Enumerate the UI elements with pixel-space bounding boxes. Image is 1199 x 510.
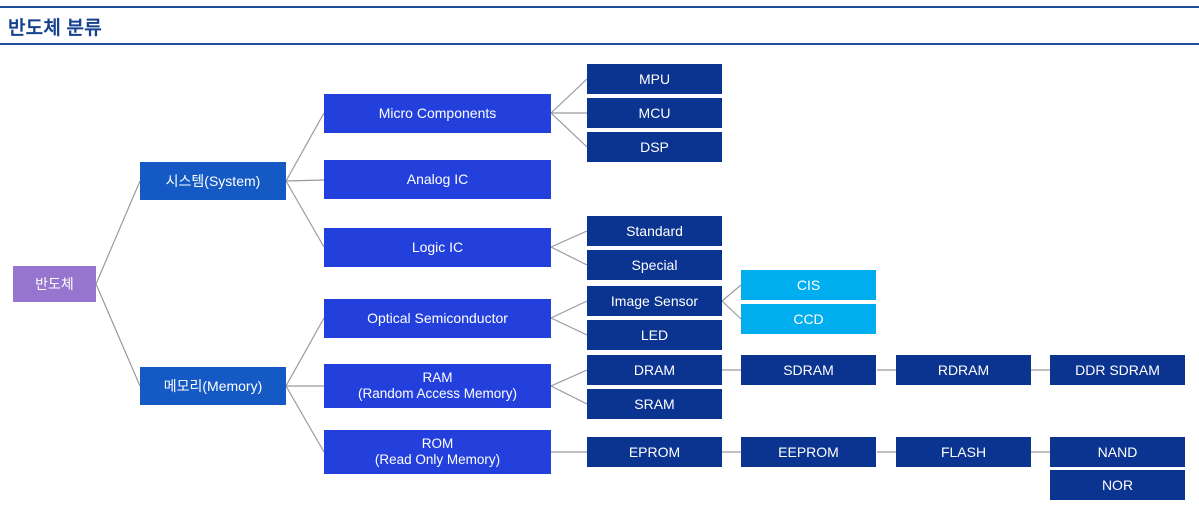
node-label: NAND (1097, 443, 1138, 460)
node-label: LED (640, 326, 669, 343)
node-label: DSP (640, 138, 669, 155)
node-analog-ic[interactable]: Analog IC (324, 160, 551, 199)
node-label-line2: (Random Access Memory) (357, 386, 518, 401)
node-special[interactable]: Special (587, 250, 722, 280)
node-label-line1: ROM (421, 436, 454, 452)
node-label: 시스템(System) (165, 172, 261, 189)
node-label: CIS (796, 276, 821, 293)
node-ccd[interactable]: CCD (741, 304, 876, 334)
node-optical-semiconductor[interactable]: Optical Semiconductor (324, 299, 551, 338)
node-mcu[interactable]: MCU (587, 98, 722, 128)
node-ddr-sdram[interactable]: DDR SDRAM (1050, 355, 1185, 385)
node-label: Image Sensor (610, 292, 699, 309)
node-root-semiconductor[interactable]: 반도체 (13, 266, 96, 302)
node-rom[interactable]: ROM (Read Only Memory) (324, 430, 551, 474)
node-label-line1: RAM (422, 370, 453, 386)
node-logic-ic[interactable]: Logic IC (324, 228, 551, 267)
node-label: MPU (638, 70, 671, 87)
node-label: NOR (1101, 476, 1134, 493)
node-sdram[interactable]: SDRAM (741, 355, 876, 385)
node-nor[interactable]: NOR (1050, 470, 1185, 500)
node-sram[interactable]: SRAM (587, 389, 722, 419)
node-cis[interactable]: CIS (741, 270, 876, 300)
node-label: Micro Components (378, 105, 497, 122)
node-label: EEPROM (778, 443, 839, 460)
header-rule-bottom (0, 43, 1199, 45)
node-memory[interactable]: 메모리(Memory) (140, 367, 286, 405)
node-label: Optical Semiconductor (367, 310, 508, 327)
node-label: SDRAM (783, 361, 834, 378)
node-label: MCU (638, 104, 671, 121)
node-dsp[interactable]: DSP (587, 132, 722, 162)
node-label-line2: (Read Only Memory) (374, 452, 501, 467)
node-label: DRAM (633, 361, 676, 378)
node-ram[interactable]: RAM (Random Access Memory) (324, 364, 551, 408)
node-label: 반도체 (35, 275, 74, 292)
node-micro-components[interactable]: Micro Components (324, 94, 551, 133)
page-title: 반도체 분류 (8, 18, 102, 39)
node-label: CCD (793, 310, 824, 327)
node-label: FLASH (940, 443, 987, 460)
node-flash[interactable]: FLASH (896, 437, 1031, 467)
node-system[interactable]: 시스템(System) (140, 162, 286, 200)
node-mpu[interactable]: MPU (587, 64, 722, 94)
node-label: EPROM (628, 443, 681, 460)
node-label: DDR SDRAM (1075, 361, 1160, 378)
node-image-sensor[interactable]: Image Sensor (587, 286, 722, 316)
node-standard[interactable]: Standard (587, 216, 722, 246)
node-label: Analog IC (406, 171, 469, 188)
node-eeprom[interactable]: EEPROM (741, 437, 876, 467)
node-rdram[interactable]: RDRAM (896, 355, 1031, 385)
header-rule-top (0, 6, 1199, 8)
node-label: SRAM (634, 395, 675, 412)
node-led[interactable]: LED (587, 320, 722, 350)
node-label: RDRAM (937, 361, 990, 378)
node-label: Logic IC (411, 239, 464, 256)
node-nand[interactable]: NAND (1050, 437, 1185, 467)
node-label: 메모리(Memory) (163, 377, 263, 394)
node-eprom[interactable]: EPROM (587, 437, 722, 467)
node-label: Special (631, 256, 678, 273)
node-label: Standard (626, 222, 683, 239)
node-dram[interactable]: DRAM (587, 355, 722, 385)
